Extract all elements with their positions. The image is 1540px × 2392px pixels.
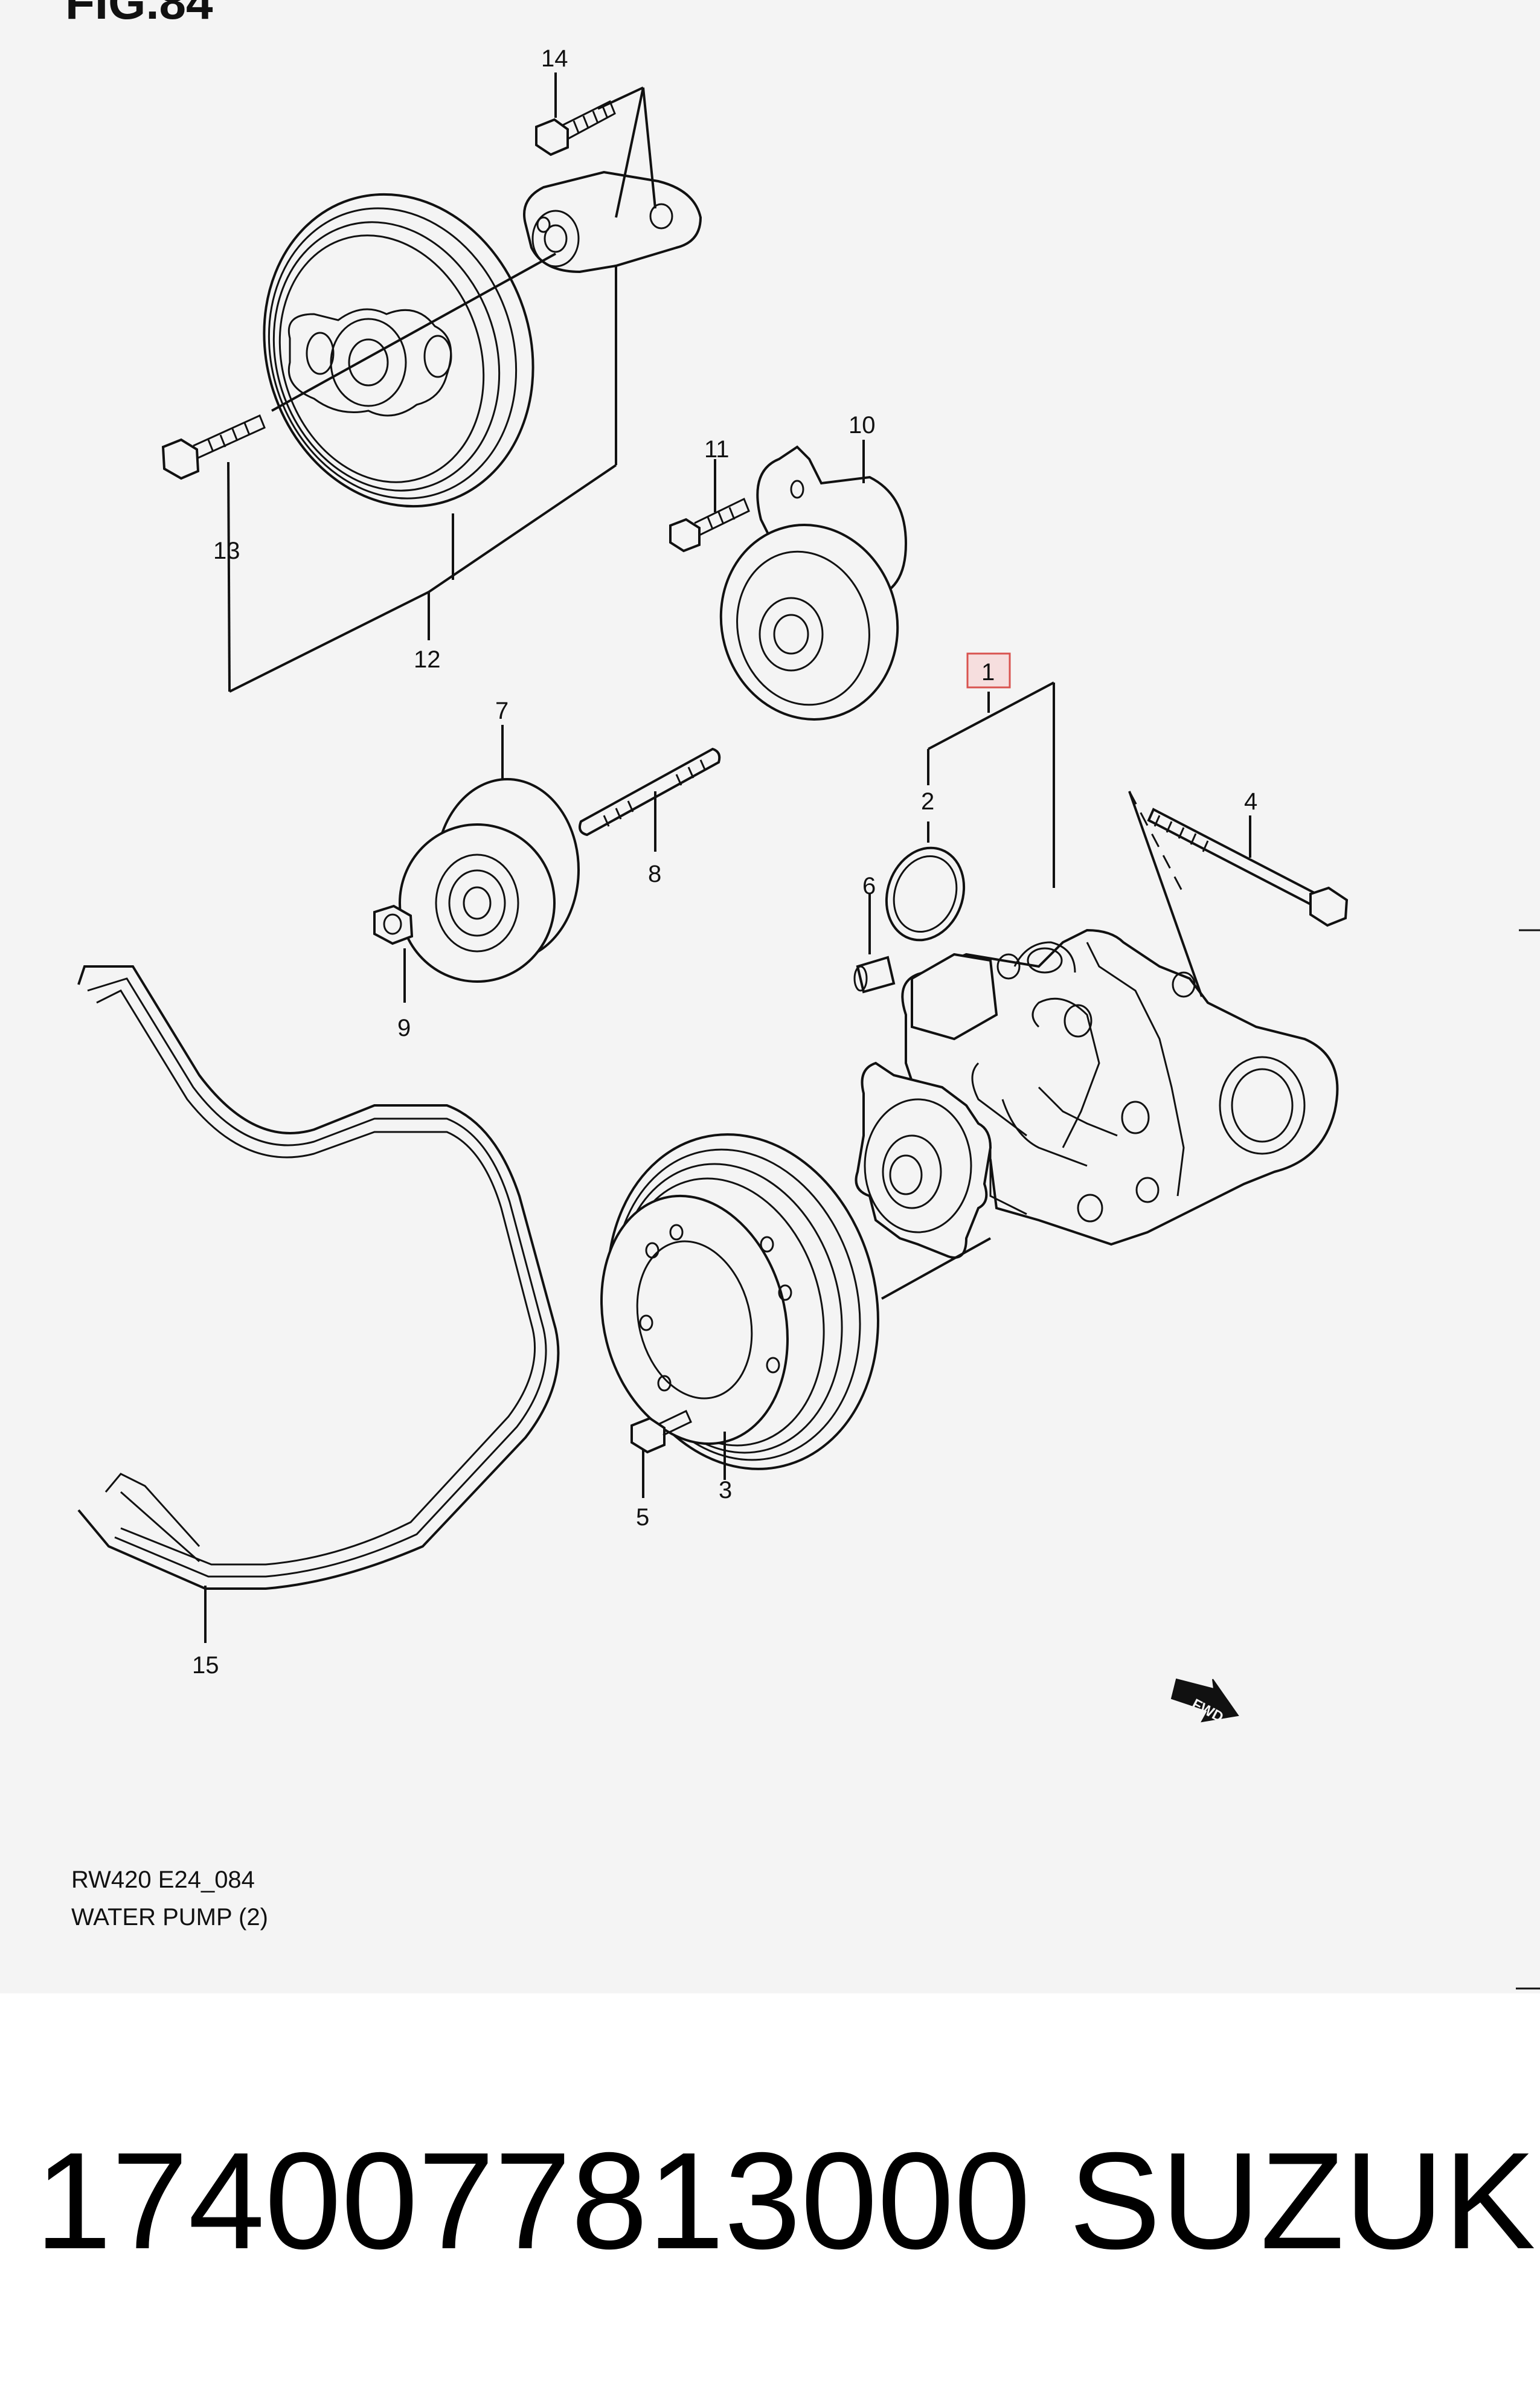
idler-bracket	[523, 170, 702, 274]
callout-11: 11	[704, 436, 730, 463]
callout-6: 6	[862, 873, 876, 899]
callout-2: 2	[921, 788, 934, 815]
figure-name: WATER PUMP (2)	[71, 1904, 268, 1931]
pump-flange	[855, 1061, 992, 1259]
figure-code: RW420 E24_084	[71, 1866, 255, 1893]
callout-10: 10	[849, 412, 876, 439]
bolt-5	[630, 1409, 692, 1498]
o-ring-2	[885, 821, 966, 942]
parts-diagram: FWD 14 13 12 11 10 1 7 2 4 8 6 9 3 5 15	[77, 45, 1540, 1990]
bolt-14	[535, 100, 616, 156]
callout-1: 1	[981, 659, 995, 686]
callout-14: 14	[541, 45, 568, 72]
figure-title: FIG.84	[65, 0, 213, 29]
callout-7: 7	[495, 698, 509, 724]
callout-13: 13	[213, 538, 240, 564]
dowel-pin-6	[853, 894, 896, 994]
callout-4: 4	[1244, 788, 1257, 815]
bolt-13	[161, 414, 266, 480]
bolt-11	[669, 459, 750, 553]
fwd-arrow-icon: FWD	[1170, 1678, 1239, 1726]
highlight-box-1	[966, 652, 1011, 689]
callout-3: 3	[719, 1477, 732, 1503]
callout-5: 5	[636, 1504, 649, 1531]
water-pump-1	[901, 928, 1339, 1246]
callout-15: 15	[192, 1652, 219, 1679]
drive-belt-15	[77, 965, 560, 1643]
crank-pulley-12	[263, 193, 534, 508]
pump-pulley-3	[600, 1133, 879, 1480]
leader-1	[881, 681, 1203, 1300]
leader-lines-12-13-14	[227, 72, 656, 693]
bolt-4	[1147, 808, 1349, 927]
footer	[0, 1993, 1540, 2392]
idler-pulley-7	[399, 725, 580, 983]
nut-9	[373, 904, 414, 1003]
tensioner-pulley-10	[719, 445, 908, 721]
stud-8	[579, 747, 721, 852]
callout-8: 8	[648, 861, 661, 887]
brand-name: SUZUKI	[1069, 2124, 1540, 2278]
callout-12: 12	[414, 646, 441, 673]
callout-9: 9	[397, 1015, 411, 1041]
part-number: 1740077813000	[35, 2124, 1031, 2278]
diagram-panel: FIG.84	[0, 0, 1540, 1993]
